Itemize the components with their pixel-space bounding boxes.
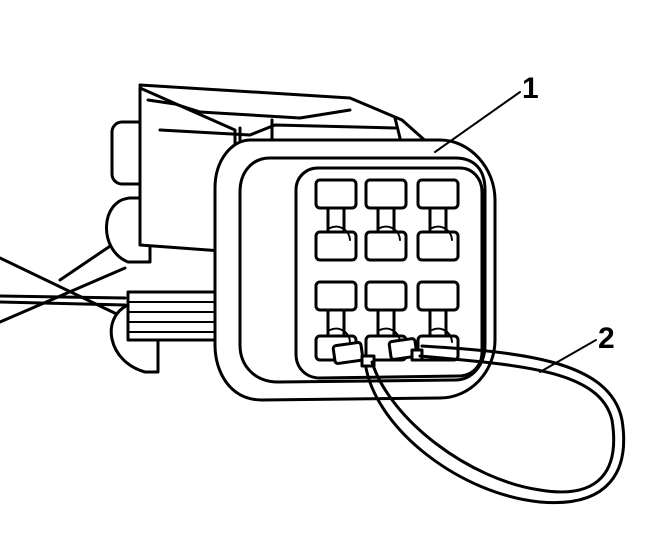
leader-lines [434, 91, 597, 373]
wire-harness [0, 234, 127, 324]
terminal-cavity [416, 280, 460, 362]
terminal-cavity [364, 178, 408, 262]
terminal-cavity [416, 178, 460, 262]
terminal-cavities-top [314, 178, 460, 262]
terminal-cavity [314, 178, 358, 262]
callout-2-label: 2 [598, 322, 615, 355]
callout-1-label: 1 [522, 72, 539, 105]
